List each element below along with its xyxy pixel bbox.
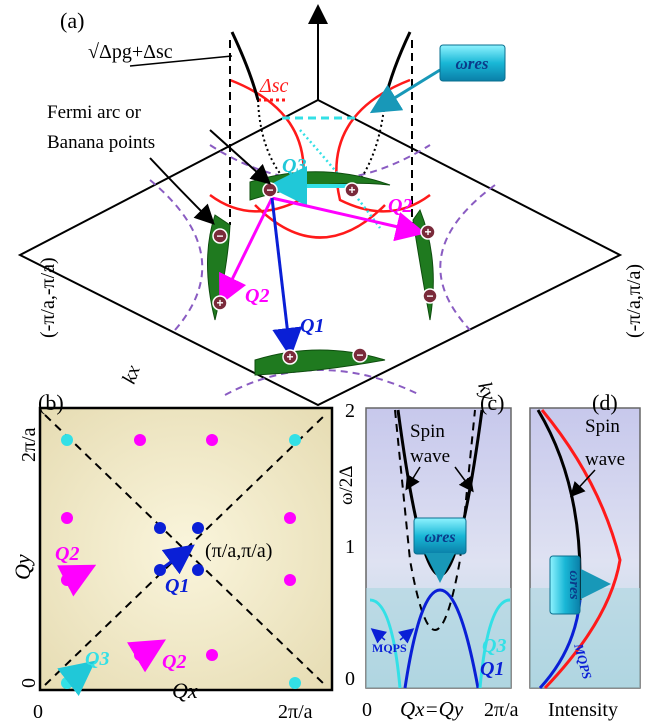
omega-res-box-a xyxy=(439,44,506,82)
mqps-label-c: MQPS xyxy=(372,641,407,655)
spin-wave-label-d-2: wave xyxy=(585,449,625,470)
q3-curve-c-right xyxy=(478,598,511,689)
q1-arrow-a xyxy=(270,197,303,358)
q3-curve-c-left xyxy=(369,598,402,689)
q2-arrow-b-left xyxy=(57,564,97,597)
panel-b-label: (b) xyxy=(38,390,64,415)
corner-left-label: (-π/a,-π/a) xyxy=(37,257,59,338)
sqrt-gap-label: √Δpg+Δsc xyxy=(88,41,173,63)
omega-res-label-d: ωres xyxy=(566,570,582,599)
y-tick-top-b: 2π/a xyxy=(18,427,40,462)
ylabel-b: Qy xyxy=(10,554,35,580)
x-tick-right-c: 2π/a xyxy=(484,699,519,721)
q2-label-a-right: Q2 xyxy=(388,195,412,217)
q2-label-b-bottom: Q2 xyxy=(162,651,186,673)
sign-markers: − + − + + − + − xyxy=(212,182,438,365)
spin-wave-label-d-1: Spin xyxy=(585,416,620,437)
sqrt-label-pointer xyxy=(129,55,233,67)
q2-arrow-b-bottom xyxy=(126,639,167,673)
pseudogap-curve-left xyxy=(230,31,260,101)
x-tick-left-b: 0 xyxy=(33,701,43,723)
fermi-arc-label-1: Fermi arc or xyxy=(47,102,142,123)
svg-text:−: − xyxy=(216,229,223,243)
spin-wave-pointer-d xyxy=(569,469,596,498)
panel-a: (a) xyxy=(17,4,645,407)
q3-arrow-b xyxy=(57,660,96,697)
svg-text:−: − xyxy=(426,289,433,303)
y-tick-0: 0 xyxy=(345,668,355,690)
omega-res-label-a: ωres xyxy=(455,54,488,73)
x-tick-left-c: 0 xyxy=(362,699,372,721)
q1-label-b: Q1 xyxy=(165,575,189,597)
xlabel-d: Intensity xyxy=(548,699,618,721)
q1-curve-c xyxy=(403,588,480,689)
svg-text:+: + xyxy=(286,350,293,364)
spin-wave-label-c-1: Spin xyxy=(410,421,445,442)
omega-res-box-d xyxy=(549,555,581,615)
dotted-curve-right xyxy=(359,99,386,181)
q2-arrow-a-left xyxy=(219,197,274,306)
panel-d: (d) Spin wave ωres MQPS Intensity xyxy=(529,390,641,721)
svg-text:+: + xyxy=(348,183,355,197)
mqps-arrow-c-left xyxy=(370,628,388,644)
brillouin-zone-diamond xyxy=(17,98,623,407)
q1-arrow-b xyxy=(159,544,195,575)
fermi-arc-label-2: Banana points xyxy=(47,132,155,153)
q2-label-a-left: Q2 xyxy=(245,285,269,307)
omega-res-label-c: ωres xyxy=(424,529,455,546)
diagonal-2 xyxy=(44,414,326,686)
q1-label-a: Q1 xyxy=(300,315,324,337)
q2-label-b-left: Q2 xyxy=(55,543,79,565)
panel-c: (c) 2 1 0 ω/2Δ Spin wave ωres MQPS Q3 Q1… xyxy=(336,390,519,721)
svg-text:−: − xyxy=(266,183,273,197)
dotted-curve-left xyxy=(257,99,286,181)
spin-wave-pointer-c-right xyxy=(454,466,474,493)
fermi-arc-pointer xyxy=(149,157,215,225)
q3-label-b: Q3 xyxy=(85,648,109,670)
center-label-b: (π/a,π/a) xyxy=(205,540,272,562)
panel-b-dots xyxy=(61,434,301,689)
panel-d-label: (d) xyxy=(592,390,618,415)
q3-label-c: Q3 xyxy=(482,635,506,657)
ylabel-c: ω/2Δ xyxy=(336,465,357,505)
xlabel-b: Qx xyxy=(172,678,198,703)
mqps-arrow-c-right xyxy=(397,628,415,644)
fermi-arc-pointer-2 xyxy=(209,129,271,185)
panel-b: (b) (π/a,π/a) Q1 Q2 Q2 xyxy=(10,390,334,723)
spin-wave-label-c-2: wave xyxy=(410,446,450,467)
panel-a-label: (a) xyxy=(60,8,84,33)
omega-res-arrow-a xyxy=(369,68,441,114)
xlabel-c: Qx=Qy xyxy=(400,697,464,721)
q1-label-c: Q1 xyxy=(480,658,504,680)
dashed-dispersion-c xyxy=(394,409,476,631)
q3-label-a: Q3 xyxy=(282,155,306,177)
y-tick-1: 1 xyxy=(345,536,355,558)
y-tick-2: 2 xyxy=(345,400,355,422)
spin-wave-curve-d-red xyxy=(540,409,622,690)
x-tick-right-b: 2π/a xyxy=(278,701,313,723)
y-tick-bottom-b: 0 xyxy=(18,678,40,688)
kx-label: kx xyxy=(118,362,145,386)
corner-right-label: (-π/a,π/a) xyxy=(623,264,645,338)
diagonal-1 xyxy=(44,414,326,686)
svg-text:+: + xyxy=(424,225,431,239)
svg-text:+: + xyxy=(216,296,223,310)
panel-c-label: (c) xyxy=(480,390,504,415)
delta-sc-label: Δsc xyxy=(259,75,289,97)
q2-arrow-a-right xyxy=(271,196,426,242)
svg-text:−: − xyxy=(356,348,363,362)
spin-wave-pointer-c-left xyxy=(405,466,421,491)
